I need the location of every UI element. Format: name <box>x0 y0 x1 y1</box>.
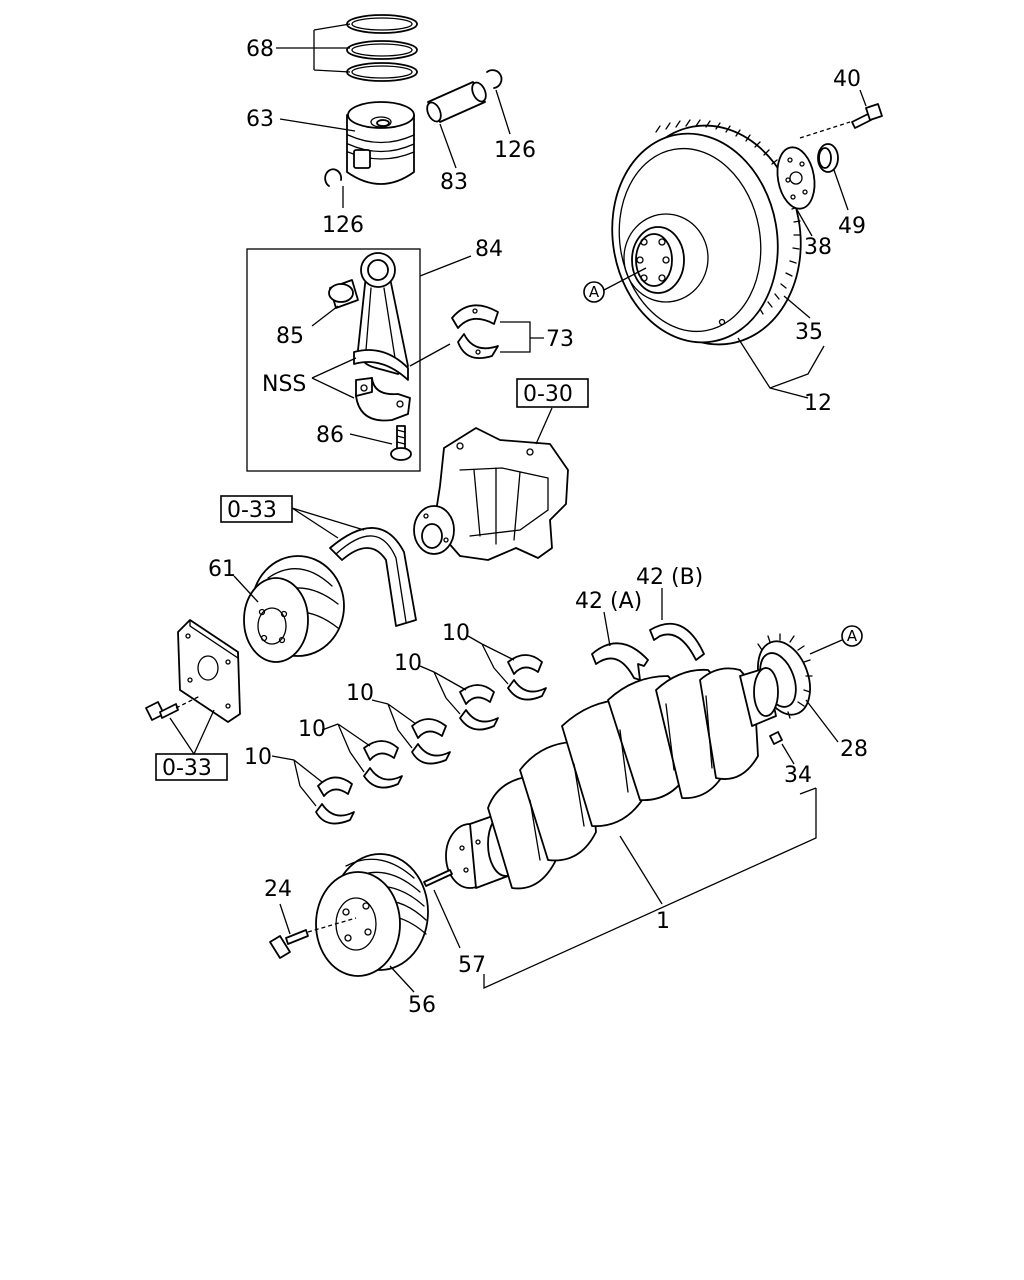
label-63: 63 <box>246 107 274 132</box>
main-bearing-2 <box>337 723 403 789</box>
label-85: 85 <box>276 324 304 349</box>
housing-hub <box>413 505 455 555</box>
label-126-lower: 126 <box>322 213 364 238</box>
flywheel-bolt <box>851 103 883 129</box>
flywheel-plate <box>776 146 816 210</box>
marker-a-flywheel <box>583 281 605 303</box>
pilot-bearing <box>817 143 839 173</box>
flywheel <box>611 124 802 346</box>
main-bearing-5 <box>481 643 547 701</box>
rod-bolt <box>390 425 412 461</box>
label-86: 86 <box>316 423 344 448</box>
thrust-washer-42b <box>649 622 705 661</box>
label-10-4: 10 <box>394 651 422 676</box>
snap-ring-right <box>486 69 503 89</box>
connecting-rod <box>353 252 409 381</box>
gear-key <box>769 731 783 745</box>
pulley-plate <box>177 619 241 723</box>
piston-pin <box>426 81 487 123</box>
dowel-pin <box>423 869 453 887</box>
snap-ring-left <box>324 168 343 187</box>
label-34: 34 <box>784 763 812 788</box>
label-24: 24 <box>264 877 292 902</box>
label-57: 57 <box>458 953 486 978</box>
marker-a-gear-text: A <box>847 627 858 645</box>
label-nss: NSS <box>262 372 306 397</box>
ref-0-30: 0-30 <box>523 382 573 407</box>
label-84: 84 <box>475 237 503 262</box>
label-10-2: 10 <box>298 717 326 742</box>
drive-belt <box>329 527 417 627</box>
connecting-rod-cap <box>355 377 411 422</box>
pulley-bolt <box>145 701 179 721</box>
front-housing <box>435 427 569 561</box>
main-bearing-4 <box>433 671 499 731</box>
label-28: 28 <box>840 737 868 762</box>
label-42a: 42 (A) <box>575 589 642 614</box>
ref-0-30-box <box>516 378 589 408</box>
label-40: 40 <box>833 67 861 92</box>
piston <box>346 101 415 185</box>
rod-bearing-shells <box>451 304 499 360</box>
piston-rings <box>346 14 418 82</box>
main-bearing-1 <box>293 759 355 825</box>
ref-0-33-upper: 0-33 <box>227 498 277 523</box>
label-35: 35 <box>795 320 823 345</box>
marker-a-flywheel-text: A <box>589 283 600 301</box>
label-49: 49 <box>838 214 866 239</box>
pulley-center-bolt <box>269 929 309 959</box>
label-38: 38 <box>804 235 832 260</box>
bushing <box>328 279 359 309</box>
marker-a-gear <box>841 625 863 647</box>
label-61: 61 <box>208 557 236 582</box>
label-126-upper: 126 <box>494 138 536 163</box>
label-12: 12 <box>804 391 832 416</box>
damper-pulley <box>315 853 429 977</box>
ref-0-33-lower-box <box>155 753 228 781</box>
label-56: 56 <box>408 993 436 1018</box>
main-bearing-3 <box>387 703 451 765</box>
thrust-washer-42a <box>591 642 649 681</box>
crankshaft <box>445 667 779 890</box>
label-10-1: 10 <box>244 745 272 770</box>
pulley-61 <box>243 555 345 663</box>
label-10-3: 10 <box>346 681 374 706</box>
ref-0-33-upper-box <box>220 495 293 523</box>
label-68: 68 <box>246 37 274 62</box>
label-1: 1 <box>656 909 670 934</box>
label-83: 83 <box>440 170 468 195</box>
label-10-5: 10 <box>442 621 470 646</box>
label-42b: 42 (B) <box>636 565 703 590</box>
label-73: 73 <box>546 327 574 352</box>
ref-0-33-lower: 0-33 <box>162 756 212 781</box>
